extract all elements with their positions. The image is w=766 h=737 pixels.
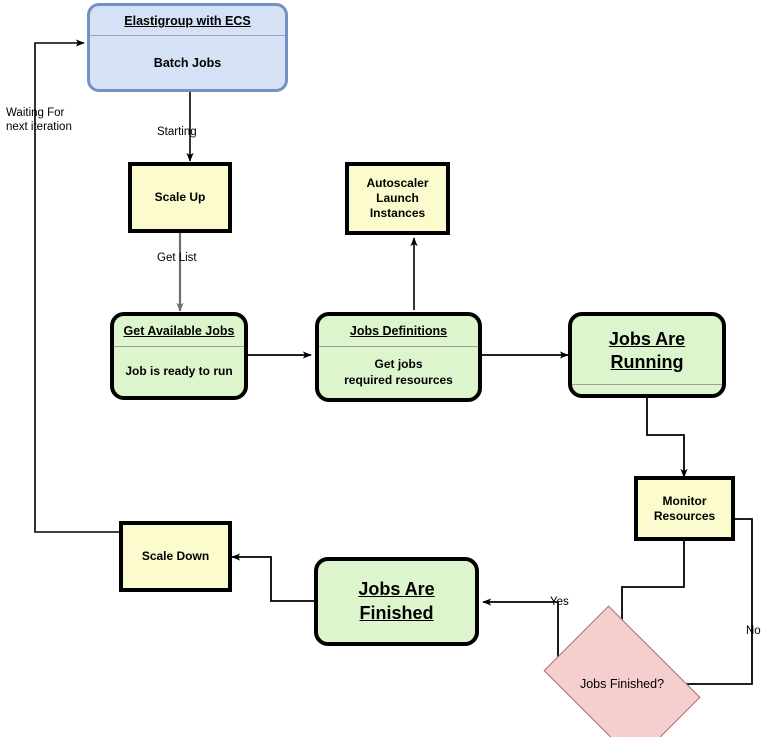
node-scale-up-label: Scale Up	[154, 190, 206, 204]
node-get-available-jobs-title: Get Available Jobs	[123, 324, 235, 338]
edge-jobs-finished-to-scale-down	[231, 553, 314, 602]
edge-jobs-running-to-monitor-resources	[646, 398, 688, 478]
node-elastigroup-divider	[90, 35, 285, 37]
node-get-available-jobs-divider	[114, 346, 244, 347]
node-jobs-are-running-divider	[572, 384, 722, 386]
node-jobs-are-finished-title: Jobs Are Finished	[358, 579, 435, 623]
edge-label-yes: Yes	[550, 596, 569, 608]
node-elastigroup-body: Batch Jobs	[153, 55, 222, 70]
decision-diamond-shape	[543, 605, 701, 737]
edge-label-starting: Starting	[157, 126, 197, 138]
node-jobs-are-finished[interactable]: Jobs Are Finished	[314, 557, 479, 646]
node-jobs-definitions-title: Jobs Definitions	[349, 324, 448, 338]
edge-label-no: No	[746, 625, 761, 637]
edge-label-waiting-for-next-iteration: Waiting For next iteration	[6, 107, 72, 134]
node-scale-up[interactable]: Scale Up	[128, 162, 232, 233]
node-monitor-resources-label: Monitor Resources	[653, 493, 716, 523]
decision-label: Jobs Finished?	[579, 677, 665, 691]
node-monitor-resources[interactable]: Monitor Resources	[634, 476, 735, 541]
edge-label-get-list: Get List	[157, 252, 197, 264]
node-jobs-definitions-body: Get jobs required resources	[344, 356, 453, 387]
node-elastigroup-with-ecs[interactable]: Elastigroup with ECS Batch Jobs	[87, 3, 288, 92]
node-jobs-definitions-divider	[319, 346, 478, 347]
node-jobs-finished-decision[interactable]: Jobs Finished?	[543, 605, 701, 737]
edge-monitor-resources-to-decision	[618, 541, 685, 639]
node-autoscaler-label: Autoscaler Launch Instances	[366, 176, 429, 220]
node-jobs-definitions[interactable]: Jobs Definitions Get jobs required resou…	[315, 312, 482, 402]
edge-decision-no-to-monitor-resources	[686, 515, 753, 685]
node-jobs-are-running-title: Jobs Are Running	[608, 329, 686, 373]
node-scale-down-label: Scale Down	[141, 549, 210, 563]
node-jobs-are-running-body	[572, 385, 722, 394]
node-elastigroup-title: Elastigroup with ECS	[124, 14, 251, 28]
node-get-available-jobs[interactable]: Get Available Jobs Job is ready to run	[110, 312, 248, 400]
node-autoscaler-launch-instances[interactable]: Autoscaler Launch Instances	[345, 162, 450, 235]
node-jobs-are-running[interactable]: Jobs Are Running	[568, 312, 726, 398]
node-scale-down[interactable]: Scale Down	[119, 521, 232, 592]
node-get-available-jobs-body: Job is ready to run	[125, 363, 233, 378]
